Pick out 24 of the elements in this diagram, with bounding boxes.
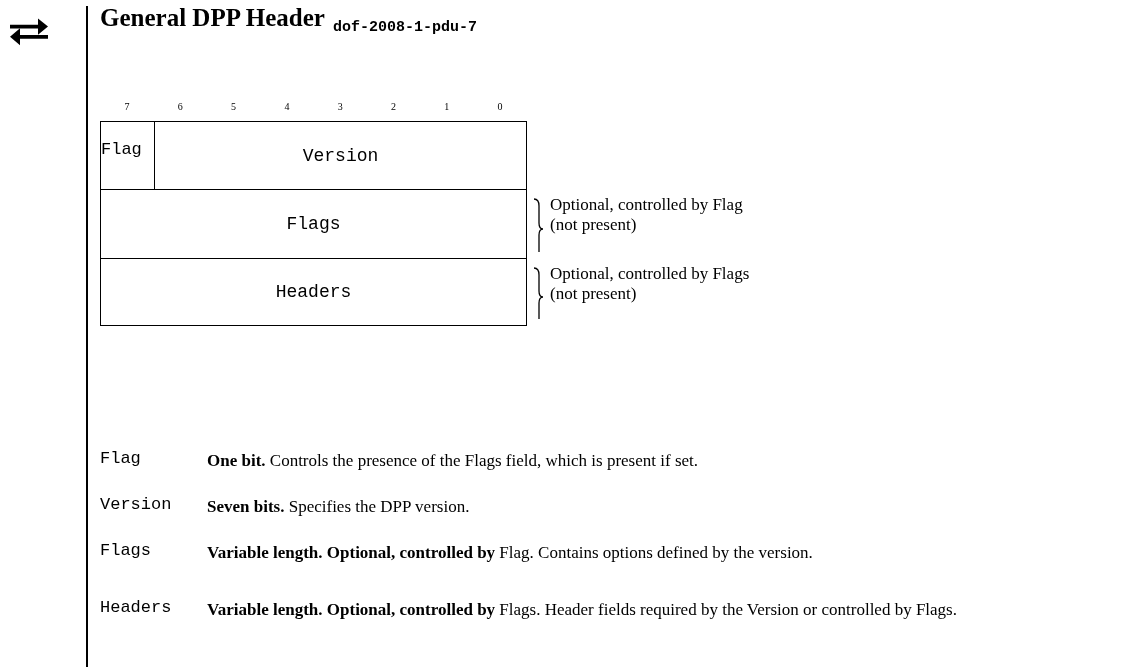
bit-number: 3 [336,101,344,112]
bit-number: 4 [283,101,291,112]
note-text: Optional, controlled by Flag (not present) [550,195,744,235]
note-text: Optional, controlled by Flags (not present) [550,264,751,304]
bit-number: 5 [230,101,238,112]
field-name: Version [302,145,379,166]
field-description: Variable length. Optional, controlled by Flags. Header fields required by the Version or controlled by Flags. [207,599,958,621]
bit-number: 7 [123,101,131,112]
field-name: Flag [101,140,142,159]
field-term: Flags [100,541,151,560]
bit-number: 6 [176,101,184,112]
field-description: Seven bits. Specifies the DPP version. [207,496,471,518]
field-description: One bit. Controls the presence of the Flags field, which is present if set. [207,450,700,472]
field-term: Headers [100,598,172,617]
diagram-id: dof-2008-1-pdu-7 [333,19,478,36]
bit-number: 1 [443,101,451,112]
field-name: Flags [286,214,341,234]
diagram-title: General DPP Header [100,4,325,32]
field-description: Variable length. Optional, controlled by Flag. Contains options defined by the version. [207,542,814,564]
field-name: Headers [275,282,352,302]
field-term: Version [100,495,172,514]
field-term: Flag [100,449,141,468]
bit-number: 2 [390,101,397,112]
bit-number: 0 [496,101,504,112]
